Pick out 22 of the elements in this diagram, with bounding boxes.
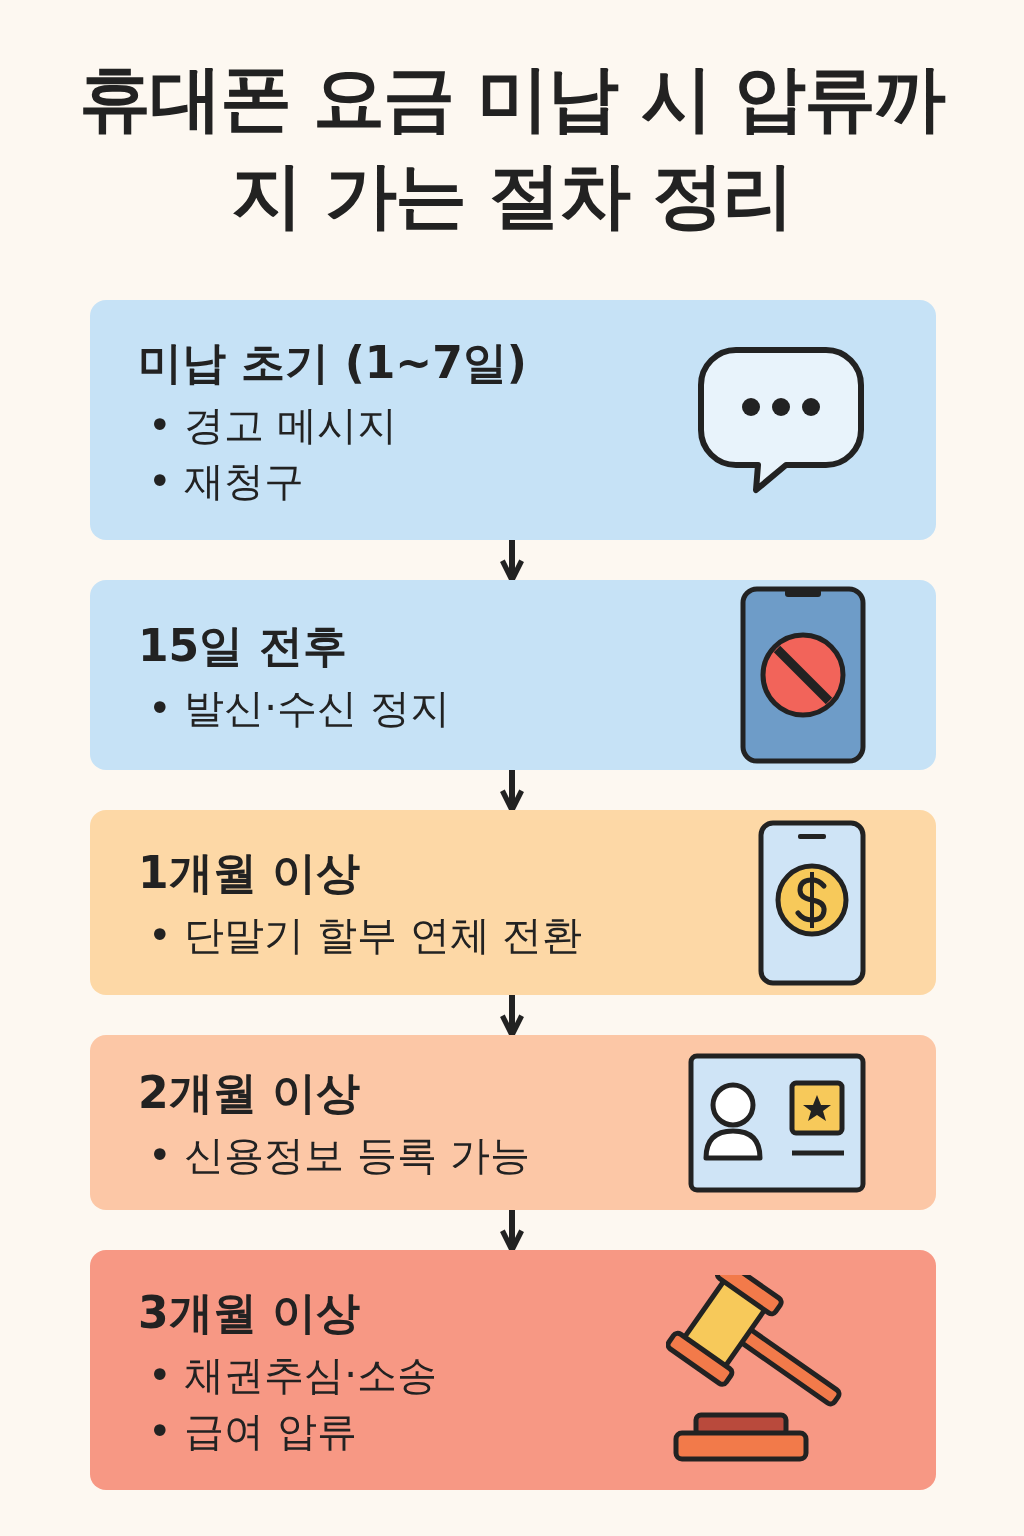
bullet-item: • 발신·수신 정지 xyxy=(148,683,450,733)
title: 휴대폰 요금 미납 시 압류까지 가는 절차 정리 xyxy=(78,55,947,240)
bullet-item: • 채권추심·소송 xyxy=(148,1350,438,1400)
step-card xyxy=(90,810,936,995)
bullet-item: • 신용정보 등록 가능 xyxy=(148,1131,530,1180)
step-heading: 2개월 이상 xyxy=(138,1066,361,1120)
step-card xyxy=(90,580,936,770)
step-heading: 미납 초기 (1~7일) xyxy=(138,335,527,390)
bullet-item: • 단말기 할부 연체 전환 xyxy=(148,911,583,960)
step-card xyxy=(90,1035,936,1210)
down-arrow xyxy=(499,995,525,1038)
step-card xyxy=(90,300,936,540)
step-card xyxy=(90,1250,936,1490)
down-arrow xyxy=(499,770,525,813)
step-heading: 15일 전후 xyxy=(138,618,348,673)
down-arrow xyxy=(499,540,525,583)
bullet-item: • 급여 압류 xyxy=(148,1406,359,1456)
step-heading: 3개월 이상 xyxy=(138,1285,361,1340)
step-heading: 1개월 이상 xyxy=(138,846,361,900)
down-arrow xyxy=(499,1210,525,1253)
bullet-item: • 재청구 xyxy=(148,456,306,506)
bullet-item: • 경고 메시지 xyxy=(148,400,399,450)
